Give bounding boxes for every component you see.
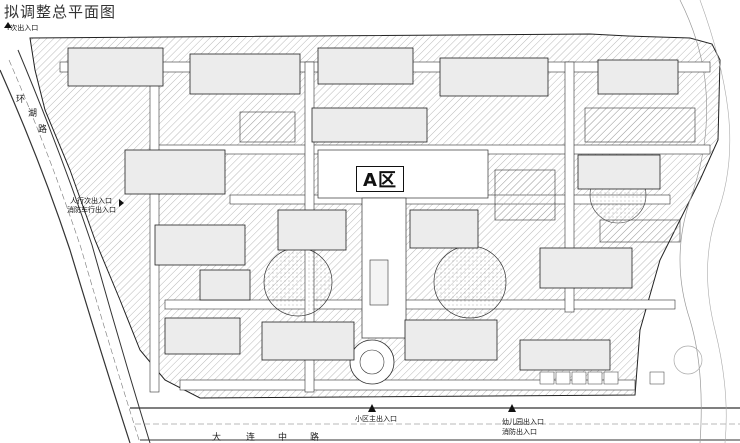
west-road-char-2: 湖 [28, 109, 38, 119]
entrance-label-kindergarten: 幼儿园出入口 [502, 418, 544, 426]
south-road-char-4: 路 [310, 433, 320, 443]
entrance-label-kindergarten-fire: 消防出入口 [502, 428, 537, 436]
entrance-markers [4, 22, 516, 412]
south-road-char-2: 连 [246, 433, 256, 443]
west-road-char-3: 路 [38, 125, 48, 135]
west-road-edge-outer [0, 69, 131, 443]
west-road-edge-inner [17, 49, 151, 443]
buildings [67, 47, 679, 371]
south-road-char-1: 大 [212, 433, 222, 443]
entrance-label-pedestrian: 人行次出入口 [70, 197, 112, 205]
entrance-roundel-inner [359, 349, 385, 375]
lawn-west [263, 247, 333, 317]
south-parking-row [539, 371, 665, 385]
east-pond [673, 345, 703, 375]
lawn-east [433, 245, 507, 319]
south-road-char-3: 中 [278, 433, 288, 443]
entrance-label-main: 小区主出入口 [355, 415, 397, 423]
east-contour-2 [699, 0, 731, 443]
entrance-label-fire: 消防车行出入口 [67, 206, 116, 214]
parking-blocks [239, 107, 696, 243]
west-road-centerline [8, 59, 141, 443]
entrance-label-nw: Y次出入口 [6, 24, 39, 32]
zone-label: A区 [356, 166, 404, 192]
central-pool [369, 259, 389, 306]
west-road-char-1: 环 [16, 95, 26, 105]
page-title: 拟调整总平面图 [4, 3, 117, 21]
